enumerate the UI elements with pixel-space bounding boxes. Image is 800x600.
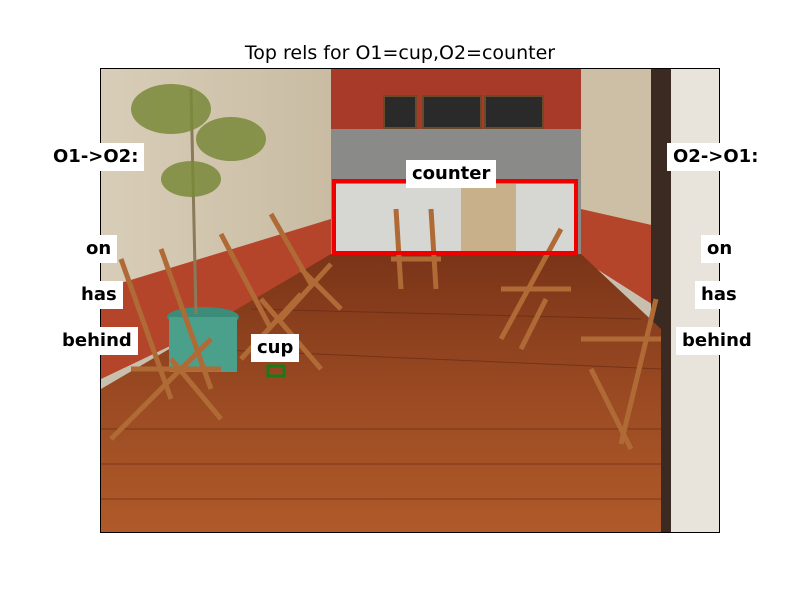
- o2-to-o1-heading: O2->O1:: [667, 143, 765, 171]
- o2-to-o1-relation-2: has: [695, 281, 743, 309]
- o2-to-o1-relation-3: behind: [676, 327, 758, 355]
- o1-to-o2-relation-1: on: [80, 235, 118, 263]
- cup-bounding-box: [266, 364, 286, 378]
- scene-photo: [100, 68, 720, 533]
- scene-illustration: [101, 69, 719, 532]
- o2-to-o1-relation-1: on: [701, 235, 739, 263]
- o1-to-o2-heading: O1->O2:: [47, 143, 145, 171]
- cup-label: cup: [251, 334, 300, 362]
- counter-label: counter: [406, 160, 497, 188]
- figure-title: Top rels for O1=cup,O2=counter: [244, 42, 556, 64]
- o1-to-o2-relation-3: behind: [56, 327, 138, 355]
- o1-to-o2-relation-2: has: [75, 281, 123, 309]
